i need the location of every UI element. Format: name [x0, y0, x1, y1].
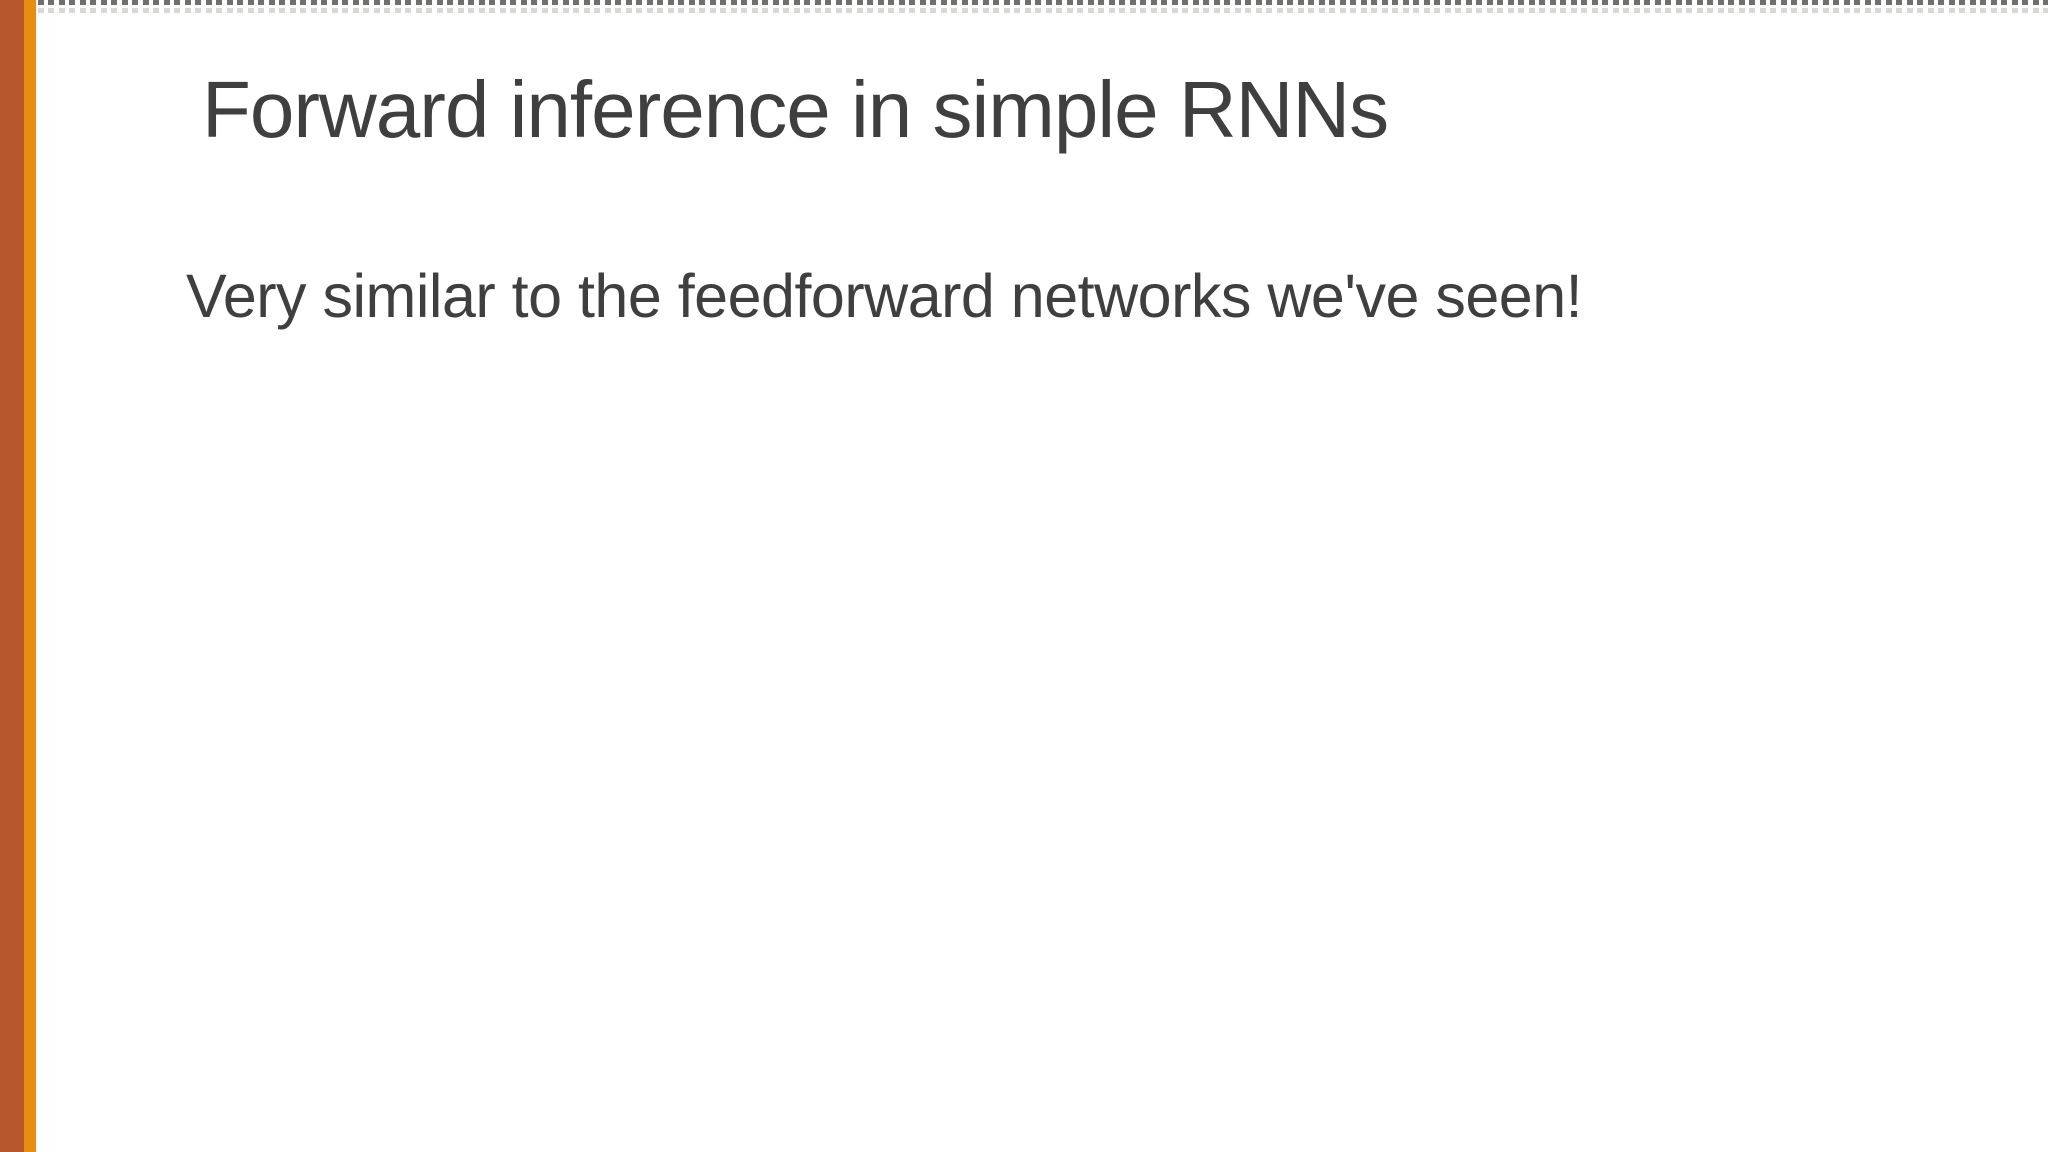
top-edge-clipped-text-row-light	[38, 8, 2048, 13]
left-accent-bar-orange	[24, 0, 36, 1152]
slide-title: Forward inference in simple RNNs	[202, 65, 1389, 154]
slide-body-text: Very similar to the feedforward networks…	[186, 262, 1583, 330]
left-accent-bar-dark	[0, 0, 24, 1152]
top-edge-clipped-text-row-dark	[38, 0, 2048, 5]
